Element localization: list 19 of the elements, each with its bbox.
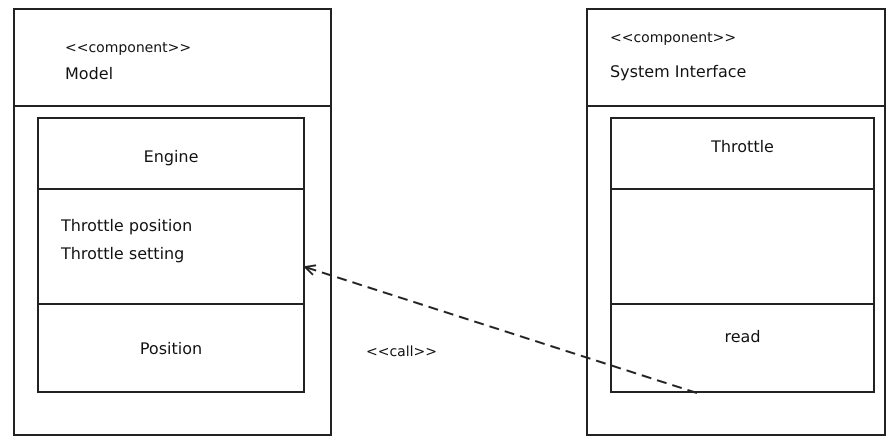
class-name: Throttle <box>710 137 775 157</box>
attribute-text: Throttle position <box>61 216 192 236</box>
empty-compartment <box>610 188 875 305</box>
operation-text: Position <box>138 339 204 359</box>
stereotype-label: <<component>> <box>610 29 736 48</box>
class-name: Engine <box>142 147 200 167</box>
component-box <box>586 8 886 436</box>
component-name: System Interface <box>610 62 746 82</box>
class-name-compartment <box>610 117 875 190</box>
component-name: Model <box>65 64 114 84</box>
component-box <box>13 8 332 436</box>
attribute-text: Throttle setting <box>61 244 184 264</box>
operation-compartment <box>610 303 875 393</box>
operation-compartment <box>37 303 305 393</box>
operation-text: read <box>723 327 762 347</box>
attribute-compartment <box>37 188 305 305</box>
class-name-compartment <box>37 117 305 190</box>
dependency-arrow <box>304 264 698 394</box>
stereotype-label: <<component>> <box>65 39 192 58</box>
